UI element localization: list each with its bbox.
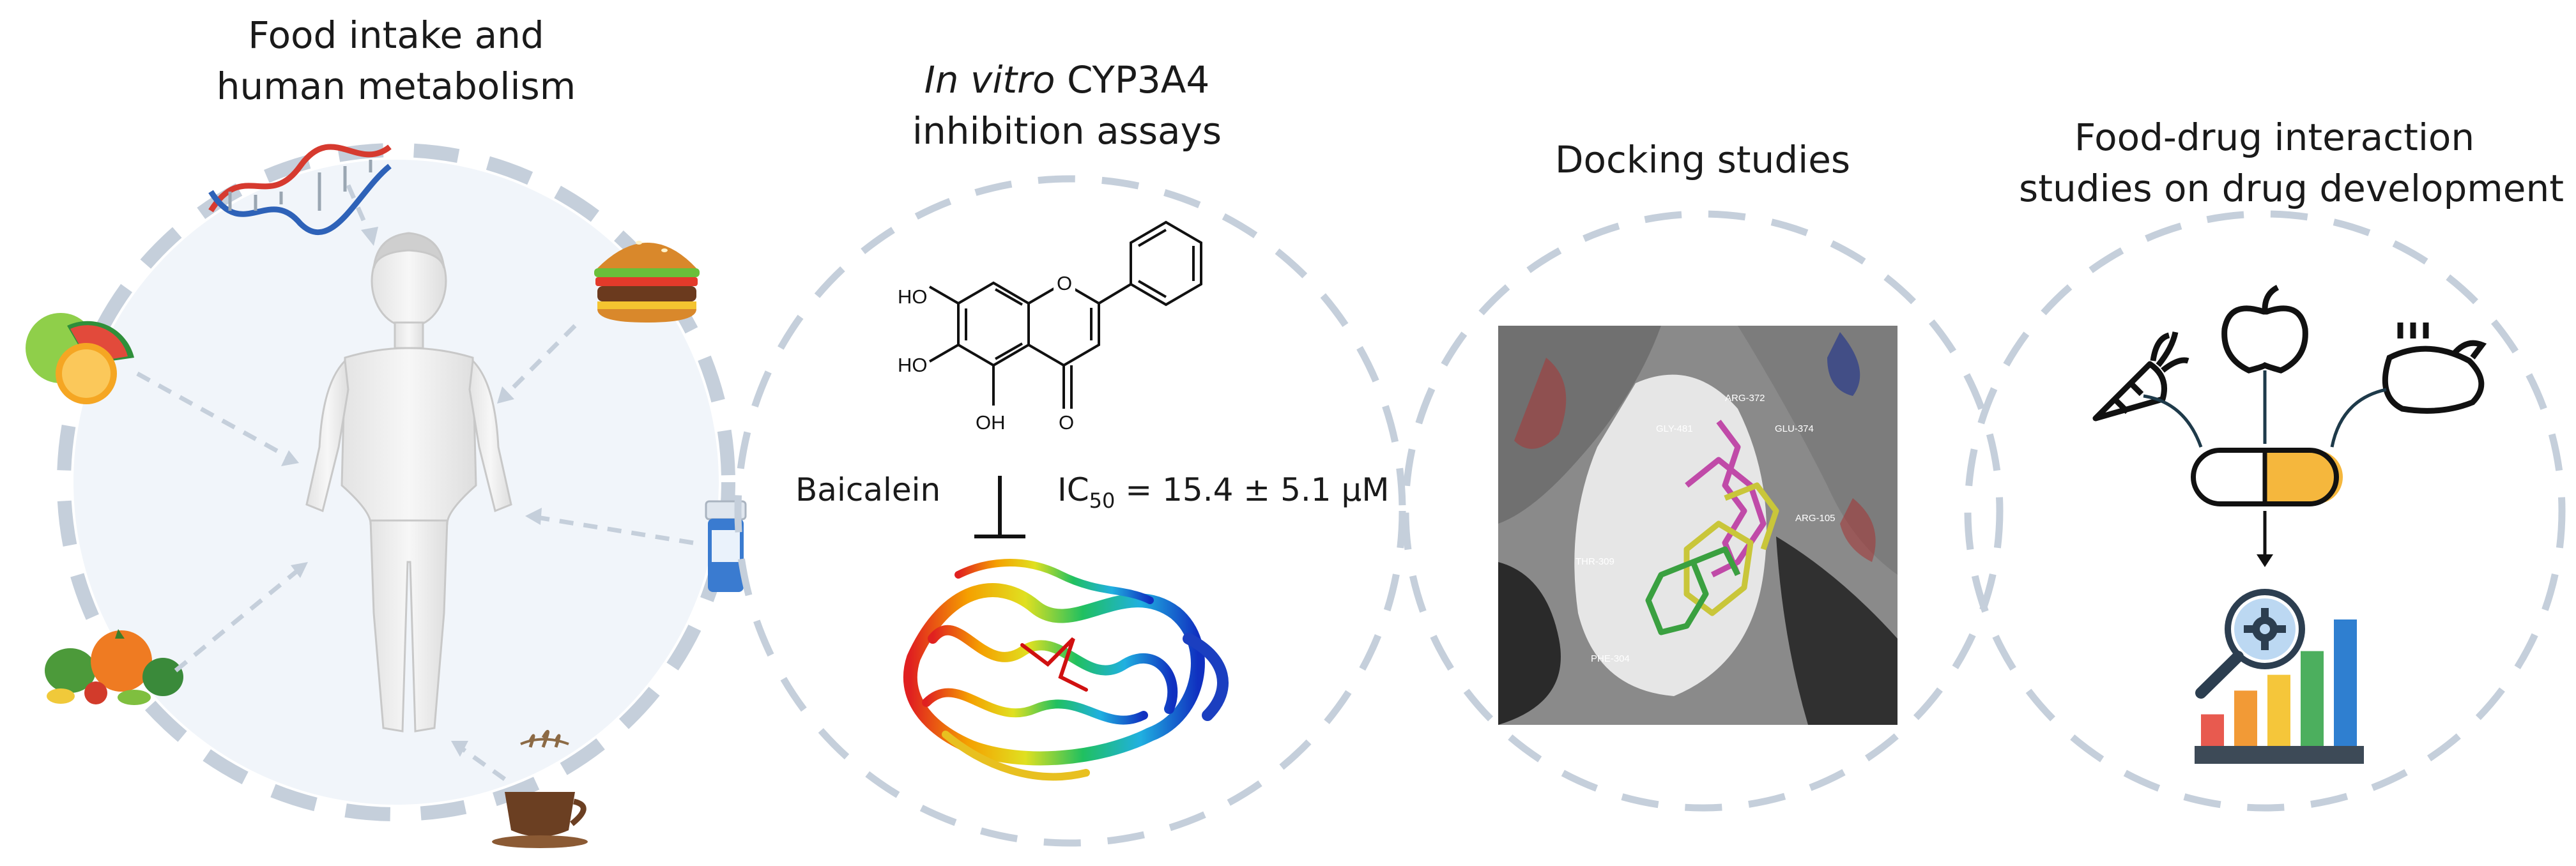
cyp3a4-protein-structure [903, 559, 1229, 781]
atom-o-keto: O [1059, 411, 1074, 434]
metabolism-dashed-circle [57, 143, 735, 821]
docking-title-line-1: Docking studies [1554, 138, 1851, 181]
cyp3a4-title: In vitro CYP3A4 inhibition assays [875, 54, 1259, 156]
burger-icon [594, 241, 700, 323]
docking-image: ARG-372 GLY-481 GLU-374 ARG-105 THR-309 … [1498, 326, 1897, 725]
keto-oxygen-mask [1054, 409, 1080, 432]
bar-2 [2234, 690, 2257, 746]
human-body-icon [305, 232, 512, 733]
in-vitro-italic: In vitro [924, 58, 1055, 102]
bar-5 [2334, 619, 2357, 746]
fruits-icon [26, 313, 134, 404]
docking-dashed-circle [1402, 210, 2004, 812]
dna-icon [208, 144, 392, 236]
cyp3a4-panel: HO HO OH O O [734, 175, 1406, 847]
connector-lines [2143, 370, 2387, 448]
residue-gly-481: GLY-481 [1656, 423, 1693, 434]
capsule-icon [2191, 448, 2343, 506]
bar-3 [2267, 674, 2290, 746]
drug-development-title: Food-drug interaction studies on drug de… [2019, 112, 2564, 214]
intake-arrows [136, 184, 694, 781]
ic50-value: = 15.4 ± 5.1 µM [1125, 471, 1390, 508]
residue-arg-105: ARG-105 [1795, 513, 1836, 524]
atom-ho-mid: HO [898, 354, 928, 376]
drug-dev-title-line-1: Food-drug interaction [2074, 116, 2475, 159]
ic50-subscript: 50 [1089, 489, 1116, 513]
metabolism-title-line-1: Food intake and [248, 13, 544, 57]
ic50-label: IC50 = 15.4 ± 5.1 µM [1057, 471, 1389, 513]
carrot-icon [2092, 331, 2189, 422]
atom-o-ring: O [1057, 272, 1072, 294]
magnifier-gear-icon [2195, 589, 2305, 699]
drug-development-panel [1964, 210, 2566, 812]
metabolism-title-line-2: human metabolism [216, 65, 576, 108]
medicine-bottle-icon [705, 500, 747, 592]
residue-thr-309: THR-309 [1575, 556, 1614, 567]
atom-ho-top: HO [898, 285, 928, 308]
bar-4 [2301, 651, 2324, 746]
vegetables-icon [45, 629, 183, 705]
cyp3a4-title-line-1: In vitro CYP3A4 [875, 54, 1259, 105]
docking-title: Docking studies [1511, 134, 1894, 185]
drug-dev-title-line-2: studies on drug development [2019, 167, 2564, 210]
residue-arg-372: ARG-372 [1725, 393, 1765, 404]
chicken-icon [2382, 323, 2487, 414]
residue-phe-304: PHE-304 [1591, 653, 1630, 664]
apple-icon [2221, 284, 2308, 374]
bar-chart-base [2195, 746, 2364, 764]
ic50-prefix: IC [1057, 471, 1089, 508]
compound-label: Baicalein [795, 471, 941, 508]
residue-glu-374: GLU-374 [1775, 423, 1814, 434]
bar-chart [2201, 619, 2357, 746]
drug-dev-dashed-circle [1964, 210, 2566, 812]
inhibition-symbol [974, 476, 1025, 538]
metabolism-panel [26, 143, 747, 848]
down-arrow-icon [2257, 511, 2273, 567]
baicalein-structure [928, 220, 1202, 409]
metabolism-title: Food intake and human metabolism [204, 10, 588, 112]
intake-arrow-heads [281, 227, 542, 757]
atom-oh-bottom: OH [976, 411, 1006, 434]
docking-panel: ARG-372 GLY-481 GLU-374 ARG-105 THR-309 … [1402, 210, 2004, 812]
cyp3a4-title-line-2: inhibition assays [912, 109, 1222, 153]
bar-1 [2201, 714, 2224, 746]
ring-oxygen-mask [1054, 273, 1075, 292]
cyp3a4-name: CYP3A4 [1066, 58, 1210, 102]
cyp3a4-dashed-circle [734, 175, 1406, 847]
coffee-cup-icon [492, 729, 588, 848]
